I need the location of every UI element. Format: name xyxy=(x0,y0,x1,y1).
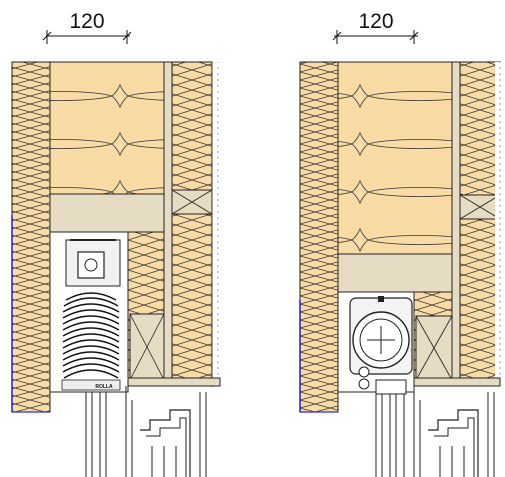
main-insulation xyxy=(337,61,461,255)
roller-shutter-box xyxy=(337,291,415,395)
stud-column xyxy=(451,61,461,383)
dimension-line: 120 xyxy=(332,10,419,44)
interior-plaster xyxy=(495,62,505,387)
outer-insulation xyxy=(299,61,339,413)
left-detail: 120 xyxy=(11,10,221,477)
roller-shutter-box: ROLLA xyxy=(49,231,129,393)
main-insulation xyxy=(49,61,173,195)
lower-timber-block xyxy=(129,313,165,381)
stud-column xyxy=(163,61,173,383)
inner-insulation xyxy=(171,61,213,383)
dimension-label: 120 xyxy=(358,10,393,33)
shutter-coil xyxy=(62,292,120,379)
inner-timber-block xyxy=(459,194,501,220)
timber-header xyxy=(337,253,461,293)
right-detail: 120 xyxy=(299,10,505,477)
inner-timber-block xyxy=(171,189,213,215)
timber-header xyxy=(49,193,173,233)
product-mark: ROLLA xyxy=(95,384,113,390)
dimension-label: 120 xyxy=(69,10,104,33)
lower-timber-block xyxy=(415,315,453,381)
window-frame xyxy=(85,386,207,477)
outer-insulation xyxy=(11,61,51,413)
window-frame xyxy=(375,386,495,477)
inner-insulation xyxy=(459,61,501,383)
dimension-line: 120 xyxy=(42,10,132,44)
interior-plaster xyxy=(212,62,220,387)
